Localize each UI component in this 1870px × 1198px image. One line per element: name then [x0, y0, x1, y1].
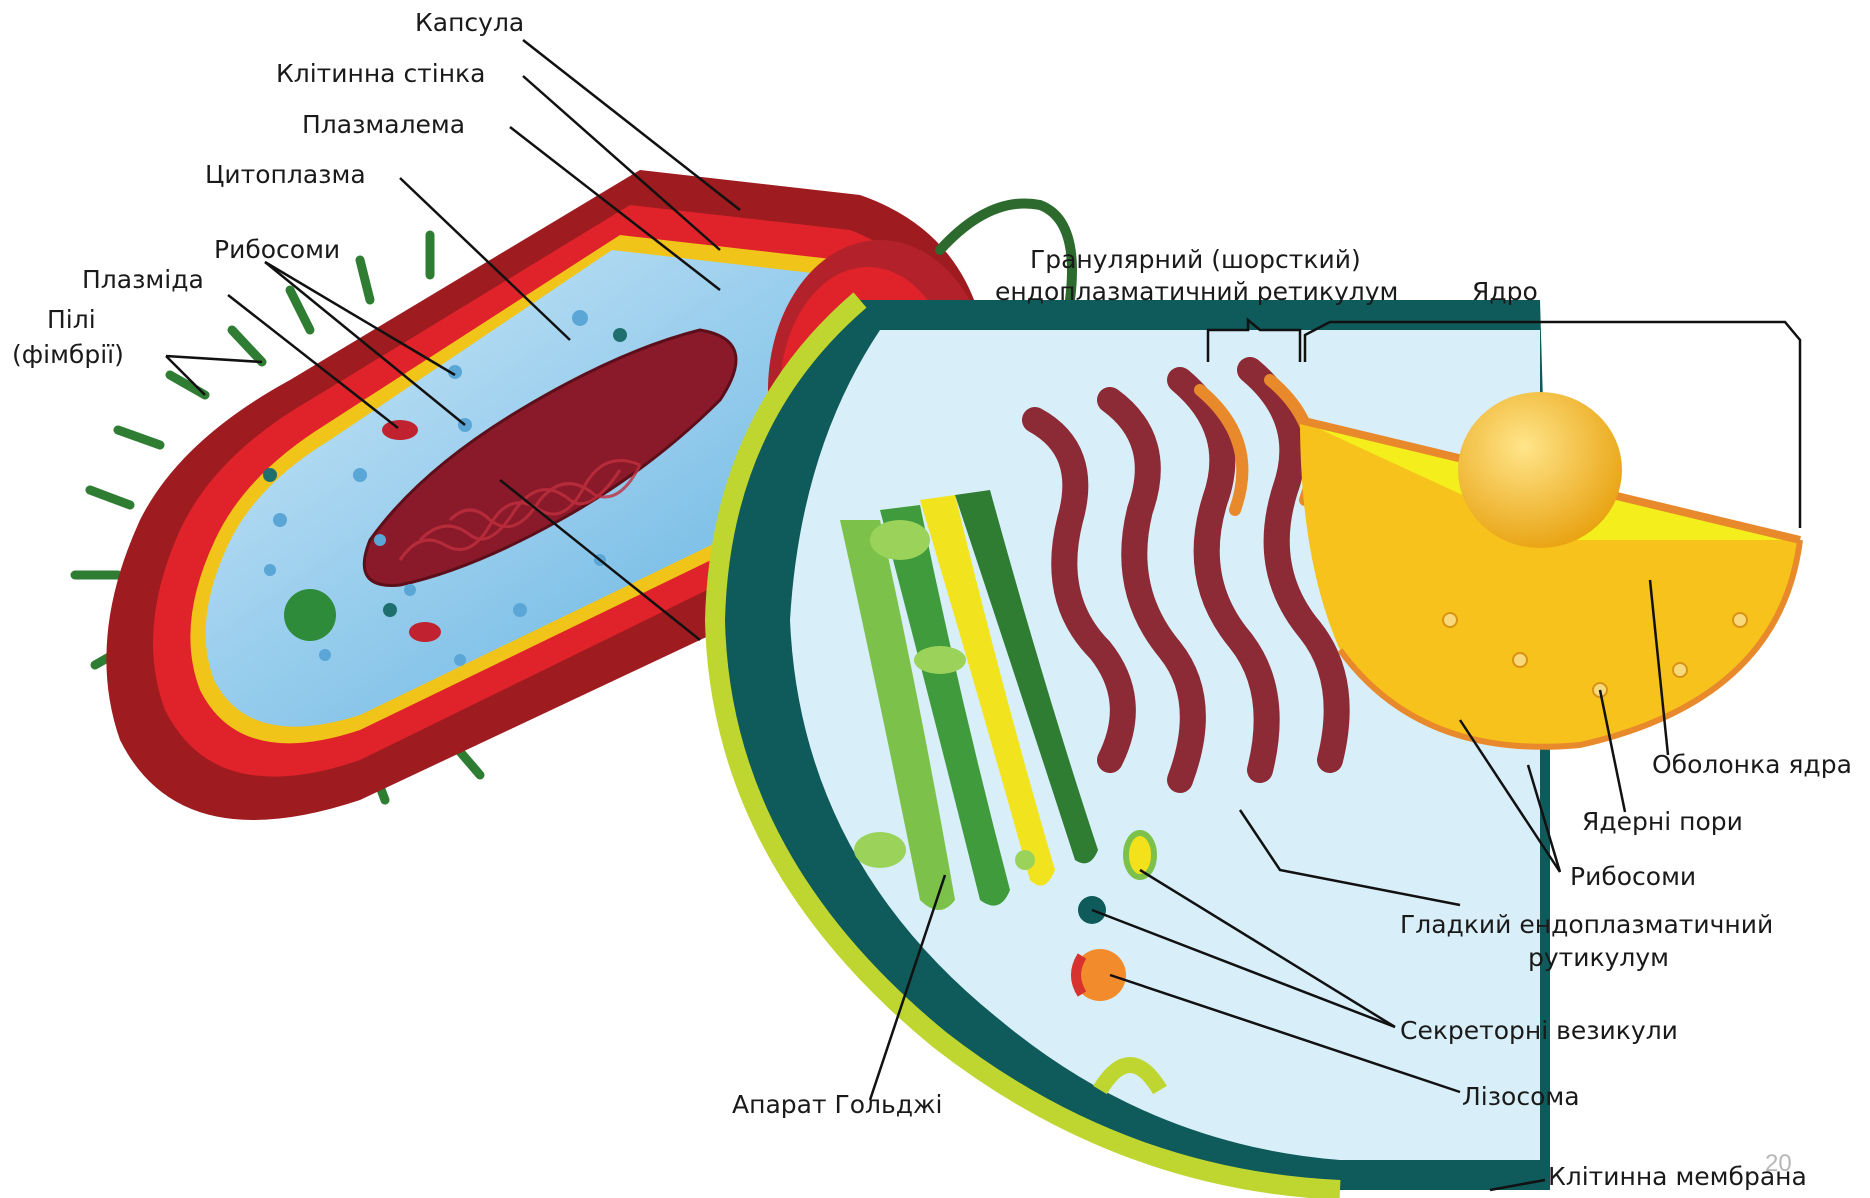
label-cytoplasm: Цитоплазма: [205, 160, 366, 190]
page-number: 20: [1765, 1150, 1792, 1178]
label-capsule: Капсула: [415, 8, 524, 38]
label-rough-er-line2: ендоплазматичний ретикулум: [995, 277, 1398, 307]
label-nuclear-envelope: Оболонка ядра: [1652, 750, 1852, 780]
label-ribosomes-prokaryote: Рибосоми: [214, 235, 340, 265]
label-nuclear-pores: Ядерні пори: [1582, 807, 1743, 837]
label-golgi: Апарат Гольджі: [732, 1090, 942, 1120]
label-smooth-er-line2: рутикулум: [1528, 943, 1669, 973]
label-cell-wall: Клітинна стінка: [276, 59, 485, 89]
label-ribosomes-eukaryote: Рибосоми: [1570, 862, 1696, 892]
nucleolus: [1458, 392, 1622, 548]
label-pili-line1: Пілі: [47, 305, 96, 335]
label-plasmid: Плазміда: [82, 265, 204, 295]
lysosome: [1074, 949, 1126, 1001]
label-pili-line2: (фімбрії): [12, 340, 124, 370]
eukaryote-cell: [715, 300, 1800, 1190]
label-lysosome: Лізосома: [1462, 1082, 1580, 1112]
label-plasmalemma: Плазмалема: [302, 110, 465, 140]
label-smooth-er-line1: Гладкий ендоплазматичний: [1400, 910, 1773, 940]
label-secretory-vesicles: Секреторні везикули: [1400, 1016, 1678, 1046]
label-rough-er-line1: Гранулярний (шорсткий): [1030, 245, 1361, 275]
label-nucleus: Ядро: [1472, 277, 1538, 307]
